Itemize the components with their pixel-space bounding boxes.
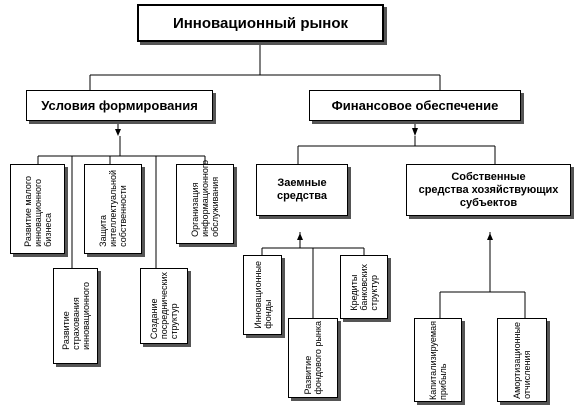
info-services-label: Организация информационного обслуживания [190,160,220,237]
root-title: Инновационный рынок [172,14,349,32]
innovation-funds-box: Инновационные фонды [243,255,282,335]
arrow-borrowed [297,233,303,240]
financial-support-box: Финансовое обеспечение [309,90,521,121]
ip-protection-label: Защита интеллектуальной собственности [98,170,128,247]
formation-conditions-title: Условия формирования [41,98,198,113]
root-title-box: Инновационный рынок [137,4,384,42]
bank-credits-label: Кредиты банковских структур [349,263,379,311]
arrow-right-branch [412,128,418,136]
ip-protection-box: Защита интеллектуальной собственности [84,164,142,254]
insurance-label: Развитие страхования инновационного [60,282,91,350]
borrowed-funds-title: Заемные средства [276,177,328,202]
bank-credits-box: Кредиты банковских структур [340,255,388,319]
own-funds-box: Собственные средства хозяйствующих субъе… [406,164,571,216]
small-business-label: Развитие малого инновационного бизнеса [22,176,53,247]
intermediary-structures-box: Создание посреднических структур [140,268,188,344]
capitalized-profit-label: Капитализируемая прибыль [428,320,448,400]
stock-market-label: Развитие фондового рынка [303,321,323,395]
intermediary-structures-label: Создание посреднических структур [149,272,179,340]
arrow-left-branch [115,129,121,136]
borrowed-funds-box: Заемные средства [256,164,348,216]
stock-market-box: Развитие фондового рынка [288,318,338,398]
depreciation-label: Амортизационные отчисления [512,321,532,399]
small-business-box: Развитие малого инновационного бизнеса [10,164,65,254]
capitalized-profit-box: Капитализируемая прибыль [414,318,462,402]
own-funds-title: Собственные средства хозяйствующих субъе… [418,170,559,209]
financial-support-title: Финансовое обеспечение [331,98,499,113]
depreciation-box: Амортизационные отчисления [497,318,547,402]
formation-conditions-box: Условия формирования [26,90,213,121]
innovation-funds-label: Инновационные фонды [252,261,273,329]
info-services-box: Организация информационного обслуживания [176,160,234,244]
arrow-own [487,233,493,240]
insurance-box: Развитие страхования инновационного [53,268,98,364]
